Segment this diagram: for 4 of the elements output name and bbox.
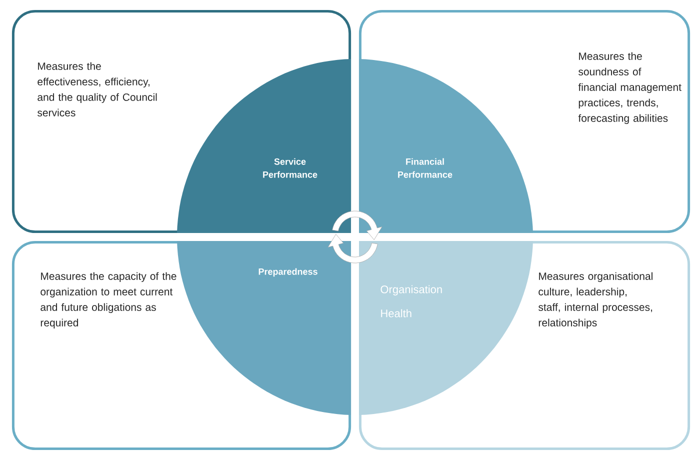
quadrant: Financial Performance (359, 59, 533, 233)
quadrant: Service Performance (177, 59, 351, 233)
quadrant: Preparedness (177, 241, 351, 415)
quadrant: Organisation Health (359, 241, 533, 415)
